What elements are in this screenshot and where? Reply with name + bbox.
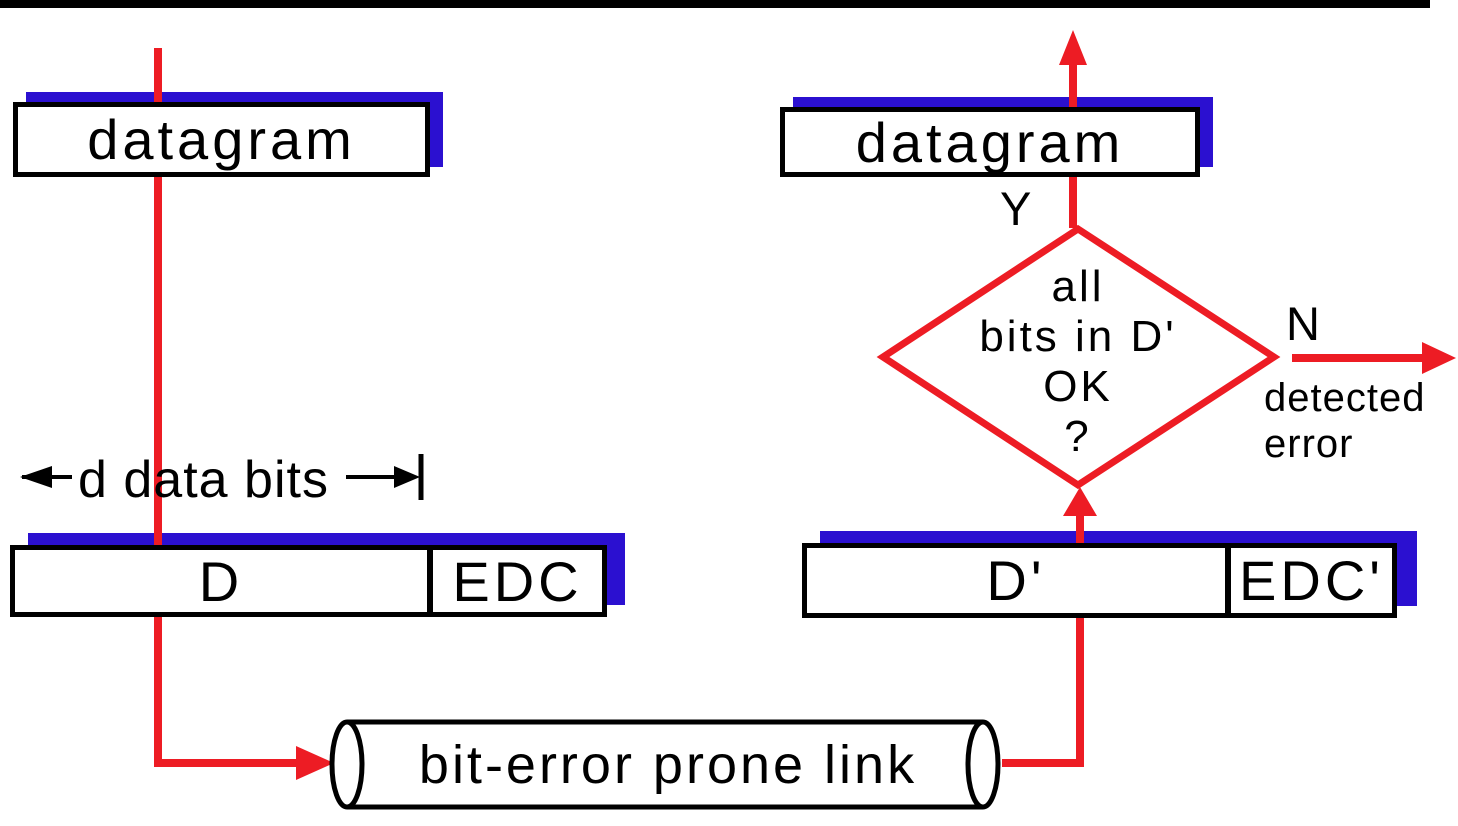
d-data-bits-label: d data bits	[78, 451, 329, 509]
sender-datagram-label: datagram	[87, 108, 356, 171]
sender-flow-line	[154, 48, 296, 767]
no-label: N	[1286, 297, 1320, 350]
dim-left-arrowhead	[20, 466, 52, 488]
link-cylinder-right-cap	[965, 719, 1001, 810]
yes-label: Y	[1000, 182, 1032, 235]
edc-field-label: EDC	[452, 549, 583, 613]
yes-flow-arrowhead	[1059, 30, 1087, 65]
edc-field: EDC	[427, 549, 602, 613]
into-diamond-arrowhead	[1063, 487, 1097, 516]
link-label-wrap: bit-error prone link	[362, 722, 974, 807]
receiver-datagram-label: datagram	[855, 110, 1125, 174]
link-cylinder-left-cap	[329, 719, 365, 810]
decision-diamond	[876, 224, 1281, 490]
decision-line-4: ?	[1064, 412, 1092, 461]
edcprime-field: EDC'	[1225, 548, 1392, 613]
dim-right-arrowhead	[394, 466, 420, 488]
d-field-label: D	[198, 549, 244, 613]
decision-label: all bits in D' OK ?	[958, 262, 1198, 462]
dprime-field: D'	[807, 548, 1225, 613]
decision-line-3: OK	[1043, 362, 1113, 411]
no-flow-arrowhead	[1422, 342, 1456, 374]
edcprime-field-label: EDC'	[1239, 549, 1384, 612]
decision-line-2: bits in D'	[979, 312, 1177, 361]
decision-line-1: all	[1051, 262, 1105, 311]
dprime-field-label: D'	[986, 549, 1046, 612]
detected-error-line-1: detected	[1264, 376, 1426, 420]
link-cylinder-body	[347, 722, 983, 807]
detected-error-line-2: error	[1264, 422, 1354, 466]
link-label: bit-error prone link	[418, 734, 918, 795]
detected-error-label: detected error	[1264, 375, 1425, 467]
top-border	[0, 0, 1430, 8]
receiver-datagram-box: datagram	[780, 107, 1200, 177]
d-field: D	[15, 549, 427, 613]
sender-datagram-box: datagram	[13, 102, 430, 177]
dprime-edc-box: D' EDC'	[802, 543, 1397, 618]
sender-flow-arrowhead	[296, 746, 334, 780]
d-edc-box: D EDC	[10, 545, 607, 617]
